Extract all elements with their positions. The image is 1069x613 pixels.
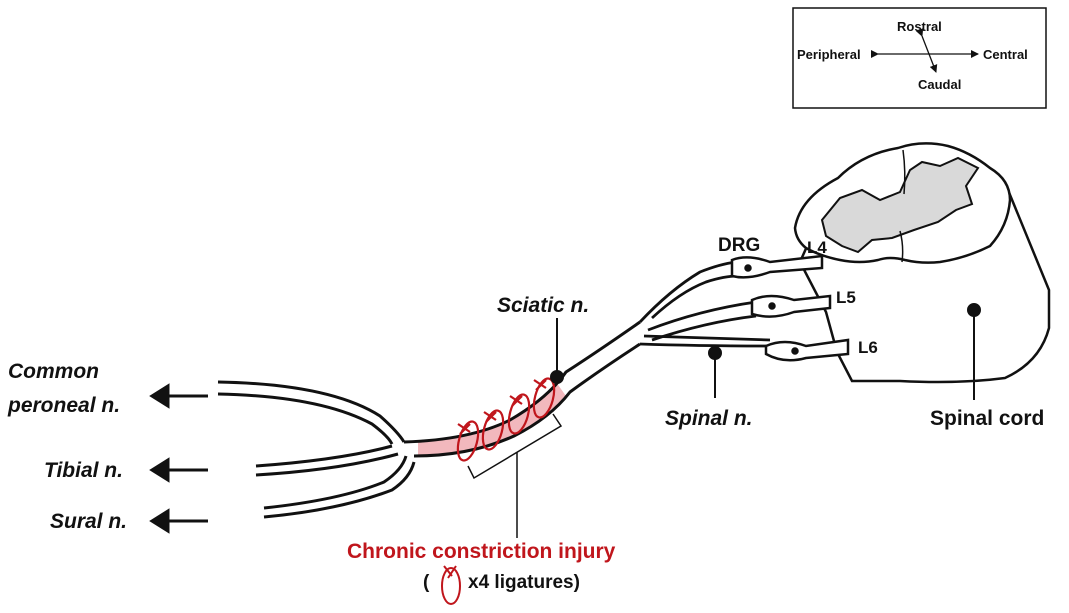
drg-l6 [764,338,850,362]
ligature-3 [507,393,531,435]
drg-l5-dot [768,302,776,310]
ventral-fissure [899,230,904,263]
spinal-cord-pointer-dot [967,303,981,317]
l5-root-upper [647,300,757,332]
sciatic-label: Sciatic n. [497,294,589,317]
nerve-branches [217,380,416,519]
l4-root-lower [651,274,739,320]
pointers [550,303,981,400]
tibial-label: Tibial n. [44,459,123,482]
legend-caudal: Caudal [918,77,961,92]
ligature-knot-3 [509,395,523,407]
sural-nerve-inner [263,461,416,519]
ligature-2 [481,409,505,451]
tibial-arrowhead [149,457,170,483]
sciatic-nerve-trunk [403,320,641,458]
sural-arrowhead [149,508,170,534]
spinal-cord-label: Spinal cord [930,407,1044,430]
orientation-legend: Rostral Caudal Peripheral Central [792,7,1047,109]
gray-matter [820,156,980,254]
ligatures [456,377,556,462]
ligatures-text: x4 ligatures) [468,572,580,593]
ligatures-open-paren: ( [423,572,430,593]
l5-label: L5 [836,288,856,307]
ligature-icon [441,565,461,605]
rostral-caudal-axis [915,28,938,73]
l6-label: L6 [858,338,878,357]
common-peroneal-label-line1: Common [8,360,99,383]
common-peroneal-arrowhead [149,383,170,409]
common-peroneal-nerve [217,380,406,443]
l4-root-upper [638,260,737,323]
sciatic-nerve-lower [413,342,641,458]
drg-l4 [730,254,824,279]
injury-title: Chronic constriction injury [347,540,616,563]
sciatic-nerve-upper [403,320,641,444]
legend-rostral: Rostral [897,19,942,34]
central-fissure [902,149,906,195]
l6-root-lower [643,334,771,342]
l6-root-upper [639,342,771,348]
direction-arrows [149,383,208,534]
ligature-4 [532,377,556,419]
injury-bracket [467,413,563,538]
common-peroneal-label-line2: peroneal n. [7,394,120,417]
legend-peripheral: Peripheral [797,47,861,62]
legend-central: Central [983,47,1028,62]
ligature-knot-1 [457,423,471,435]
drg-ganglia [730,254,850,362]
spinal-nerve-label: Spinal n. [665,407,753,430]
tibial-nerve-inner [255,452,399,477]
sciatic-pointer-dot [550,370,564,384]
ligature-knot-2 [483,411,497,423]
drg-l6-dot [791,347,799,355]
spinal-nerve-roots [638,260,771,348]
l4-label: L4 [807,238,827,257]
tibial-nerve [255,444,393,468]
ligature-1 [456,420,480,462]
ligature-knot-4 [533,379,547,391]
sural-nerve [263,455,408,510]
drg-l5 [750,294,832,318]
sural-label: Sural n. [50,510,127,533]
common-peroneal-nerve-inner [217,392,394,445]
drg-l4-dot [744,264,752,272]
spinal-nerve-pointer-dot [708,346,722,360]
spinal-cord [793,142,1051,384]
drg-label: DRG [718,235,760,256]
